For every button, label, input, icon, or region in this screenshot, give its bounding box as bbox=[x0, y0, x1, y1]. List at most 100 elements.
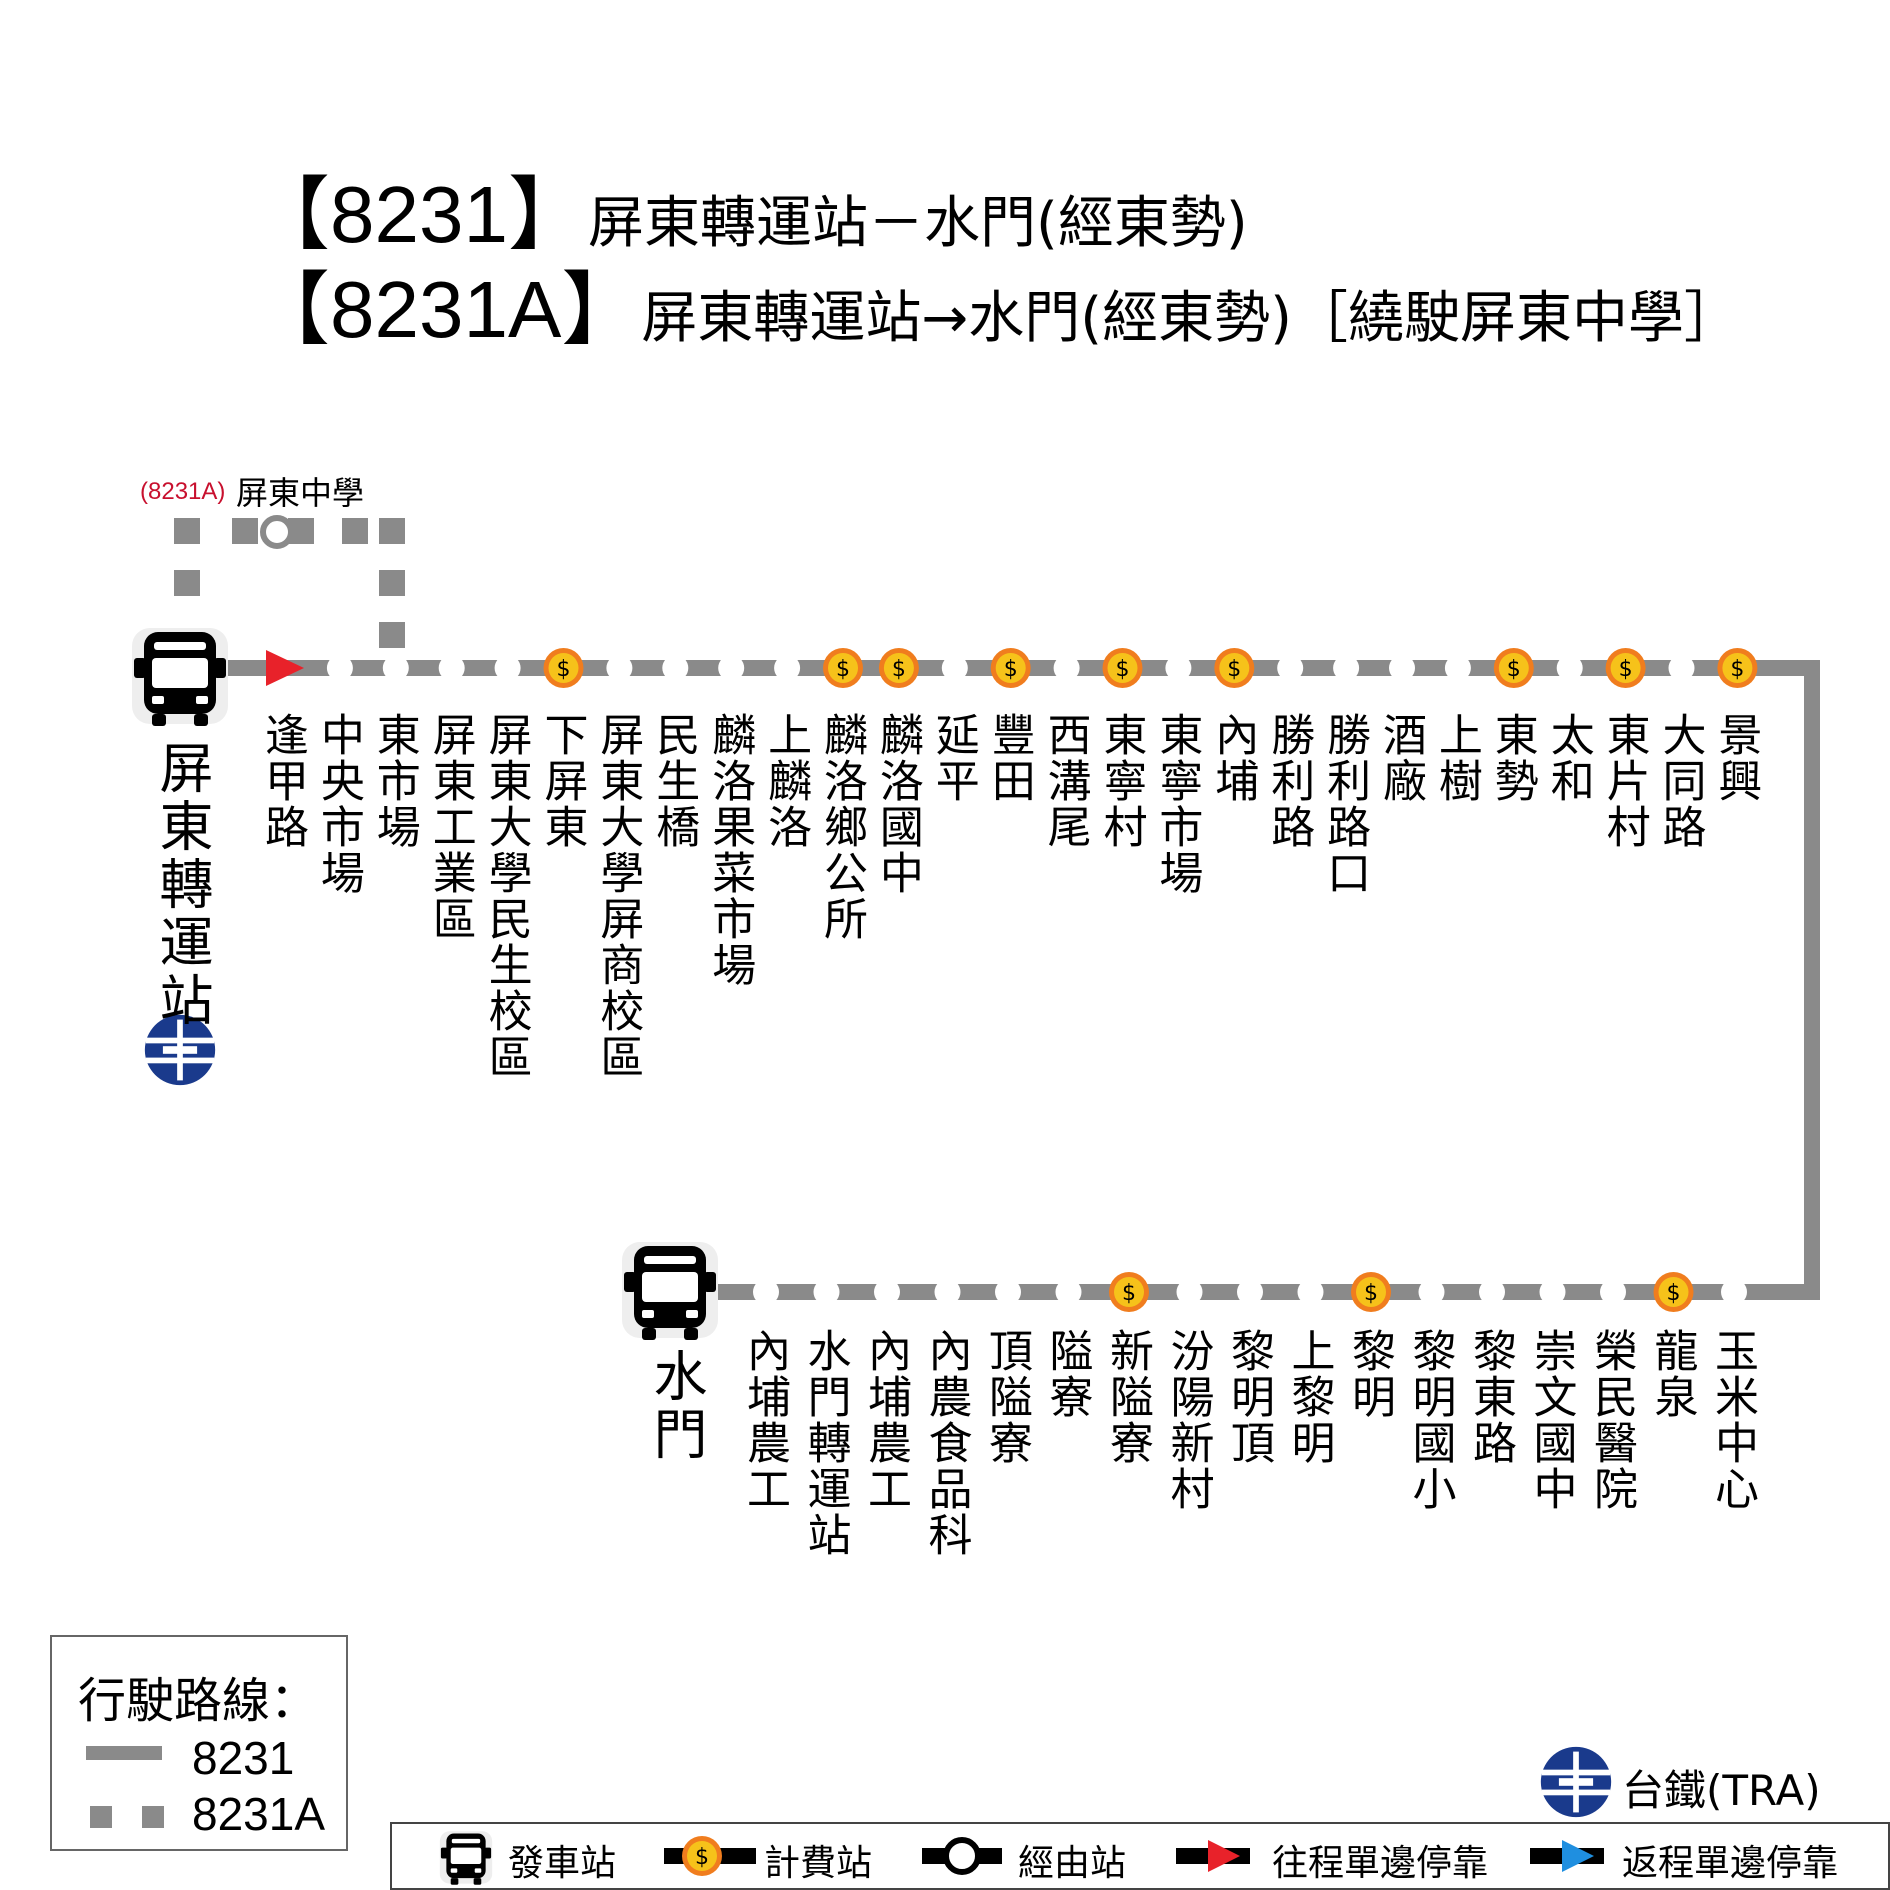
bottom-stop-name-7: 汾陽新村 bbox=[1162, 1328, 1214, 1512]
top-fare-dollar-icon-22: $ bbox=[1493, 648, 1534, 688]
key-outbound-arrow-icon bbox=[1176, 1840, 1250, 1872]
top-fare-dollar-icon-15: $ bbox=[1102, 648, 1143, 688]
bottom-stop-circle-7 bbox=[1176, 1279, 1203, 1305]
top-row-markers: $ $ $ $ $ $ $ $ $ bbox=[266, 648, 1758, 688]
top-stop-circle-7 bbox=[662, 655, 689, 681]
top-stop-name-18: 勝利路 bbox=[1263, 712, 1315, 850]
top-stop-name-8: 麟洛果菜市場 bbox=[704, 712, 756, 988]
top-stop-name-25: 大同路 bbox=[1654, 712, 1706, 850]
bottom-stop-circle-2 bbox=[874, 1279, 900, 1305]
top-stop-name-15: 東寧村 bbox=[1095, 712, 1147, 850]
route-description: 屏東轉運站－水門(經東勢) bbox=[587, 191, 1248, 256]
tra-label: 台鐵(TRA) bbox=[1622, 1766, 1821, 1815]
bottom-stop-circle-5 bbox=[1055, 1279, 1082, 1305]
bottom-stop-name-0: 內埔農工 bbox=[739, 1328, 790, 1512]
top-stop-circle-3 bbox=[438, 655, 465, 681]
top-stop-name-24: 東片村 bbox=[1598, 712, 1650, 850]
top-fare-dollar-icon-5: $ bbox=[543, 648, 584, 688]
svg-text:$: $ bbox=[1667, 1281, 1681, 1306]
key-fare-label: 計費站 bbox=[764, 1843, 873, 1884]
route-dashed-8231a bbox=[174, 518, 405, 648]
branch-stop-marker bbox=[260, 515, 294, 549]
top-fare-dollar-icon-10: $ bbox=[823, 648, 863, 688]
top-stop-circle-21 bbox=[1444, 655, 1471, 681]
bottom-stop-circle-1 bbox=[813, 1279, 840, 1305]
route-description: 屏東轉運站→水門(經東勢)［繞駛屏東中學］ bbox=[641, 286, 1740, 351]
top-stop-name-3: 屏東工業區 bbox=[424, 712, 476, 942]
top-stop-name-20: 酒廠 bbox=[1375, 712, 1426, 804]
top-stop-name-4: 屏東大學民生校區 bbox=[480, 712, 532, 1080]
bottom-stop-circle-14 bbox=[1600, 1279, 1626, 1305]
top-stop-name-21: 上樹 bbox=[1430, 712, 1482, 804]
top-stop-circle-6 bbox=[606, 655, 633, 681]
top-stop-circle-4 bbox=[494, 655, 521, 681]
top-stop-name-26: 景興 bbox=[1710, 712, 1762, 804]
svg-text:$: $ bbox=[1004, 657, 1018, 682]
bottom-stop-name-10: 黎明 bbox=[1344, 1328, 1395, 1420]
top-stop-name-11: 麟洛國中 bbox=[871, 712, 923, 896]
top-outbound-arrow-icon-0 bbox=[266, 650, 304, 686]
top-fare-dollar-icon-11: $ bbox=[878, 648, 919, 688]
bottom-fare-dollar-icon-10: $ bbox=[1351, 1272, 1391, 1312]
bottom-stop-circle-9 bbox=[1297, 1279, 1324, 1305]
top-stop-circle-8 bbox=[718, 655, 745, 681]
key-terminal-label: 發車站 bbox=[508, 1843, 617, 1884]
bottom-stop-circle-11 bbox=[1418, 1279, 1445, 1305]
start-terminal-name: 屏東轉運站 bbox=[150, 740, 213, 1030]
svg-text:$: $ bbox=[1730, 657, 1744, 682]
top-stop-name-9: 上麟洛 bbox=[760, 712, 812, 850]
bottom-stop-name-9: 上黎明 bbox=[1283, 1328, 1335, 1466]
bottom-stop-name-11: 黎明國小 bbox=[1404, 1328, 1456, 1512]
svg-text:$: $ bbox=[836, 657, 850, 682]
top-stop-name-6: 屏東大學屏商校區 bbox=[592, 712, 644, 1080]
key-outbound-label: 往程單邊停靠 bbox=[1272, 1843, 1489, 1884]
symbol-key-box: 發車站 計費站 經由站 往程單邊停靠 返程單邊停靠 bbox=[390, 1822, 1890, 1890]
bottom-stop-name-15: 龍泉 bbox=[1646, 1328, 1698, 1420]
key-stop-label: 經由站 bbox=[1018, 1843, 1127, 1884]
tra-legend-icon bbox=[1540, 1746, 1612, 1818]
top-stop-name-1: 中央市場 bbox=[312, 712, 364, 896]
bottom-stop-name-8: 黎明頂 bbox=[1223, 1328, 1274, 1466]
legend-solid-label: 8231 bbox=[192, 1732, 295, 1784]
start-terminal-bus-icon bbox=[132, 628, 228, 726]
svg-text:$: $ bbox=[892, 657, 906, 682]
bottom-stop-name-3: 內農食品科 bbox=[920, 1328, 972, 1558]
bottom-stop-name-5: 隘寮 bbox=[1041, 1328, 1093, 1420]
svg-text:$: $ bbox=[695, 1845, 709, 1870]
legend-box: 行駛路線： 8231 8231A bbox=[50, 1635, 348, 1851]
close-bracket: 】 bbox=[561, 263, 642, 356]
bottom-stop-circle-0 bbox=[753, 1279, 779, 1305]
title-line-2: 【8231A】屏東轉運站→水門(經東勢)［繞駛屏東中學］ bbox=[250, 245, 1740, 361]
svg-text:$: $ bbox=[1364, 1281, 1378, 1306]
route-number-8231a: 8231A bbox=[330, 265, 562, 354]
top-stop-name-23: 太和 bbox=[1542, 712, 1594, 804]
key-return-arrow-icon bbox=[1530, 1840, 1604, 1872]
key-return-label: 返程單邊停靠 bbox=[1622, 1843, 1839, 1884]
top-stop-circle-14 bbox=[1053, 655, 1080, 681]
bottom-stop-circle-8 bbox=[1237, 1279, 1263, 1305]
top-stop-name-22: 東勢 bbox=[1486, 712, 1538, 804]
top-stop-name-13: 豐田 bbox=[983, 712, 1035, 804]
top-fare-dollar-icon-17: $ bbox=[1214, 648, 1255, 688]
svg-text:$: $ bbox=[557, 657, 571, 682]
bottom-row-markers: $$$ bbox=[753, 1272, 1747, 1312]
open-bracket: 【 bbox=[250, 168, 330, 261]
top-stop-name-19: 勝利路口 bbox=[1319, 712, 1371, 896]
end-terminal-name: 水門 bbox=[644, 1348, 707, 1464]
bottom-stop-name-12: 黎東路 bbox=[1465, 1328, 1516, 1466]
top-stop-circle-9 bbox=[774, 655, 801, 681]
end-terminal-bus-icon bbox=[622, 1242, 718, 1340]
bottom-stop-name-14: 榮民醫院 bbox=[1586, 1328, 1637, 1512]
top-stop-name-0: 逢甲路 bbox=[257, 712, 308, 850]
bottom-stop-circle-13 bbox=[1539, 1279, 1566, 1305]
title-line-1: 【8231】屏東轉運站－水門(經東勢) bbox=[250, 150, 1248, 266]
top-stop-circle-2 bbox=[382, 655, 409, 681]
top-stop-name-7: 民生橋 bbox=[648, 712, 700, 850]
svg-text:$: $ bbox=[1619, 657, 1633, 682]
top-stop-circle-18 bbox=[1277, 655, 1304, 681]
legend-dashed-label: 8231A bbox=[192, 1788, 326, 1840]
close-bracket: 】 bbox=[507, 168, 588, 261]
svg-text:$: $ bbox=[1116, 657, 1130, 682]
branch-stop-name: 屏東中學 bbox=[236, 474, 365, 512]
